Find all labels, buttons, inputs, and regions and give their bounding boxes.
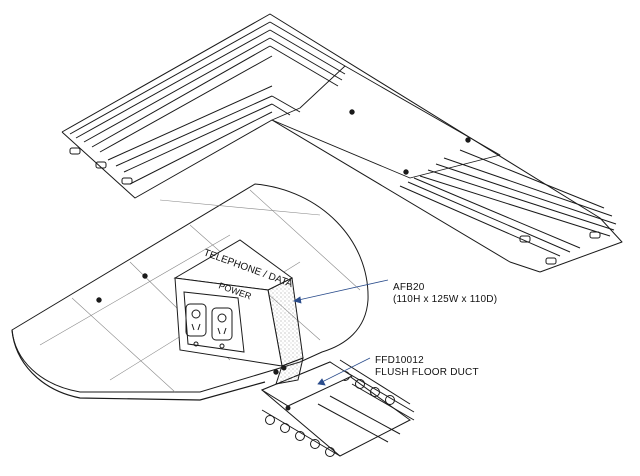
afb20-floor-box: TELEPHONE / DATA POWER [173,239,304,385]
ffd-leader-arrow-icon [317,378,326,386]
l-shaped-duct-assembly [61,13,623,273]
afb-leader-arrow-icon [293,296,302,304]
flush-floor-duct [260,359,415,457]
callout-afb20: AFB20 (110H x 125W x 110D) [393,282,497,306]
ffd-leader-line [317,357,371,385]
callout-ffd10012: FFD10012 FLUSH FLOOR DUCT [375,355,479,379]
callout-ffd10012-code: FFD10012 [375,355,424,366]
callout-afb20-code: AFB20 [393,282,425,293]
afb-leader-line [293,279,389,302]
callout-ffd10012-desc: FLUSH FLOOR DUCT [375,367,479,378]
callout-afb20-dims: (110H x 125W x 110D) [393,294,498,305]
callout-leaders [293,279,389,386]
